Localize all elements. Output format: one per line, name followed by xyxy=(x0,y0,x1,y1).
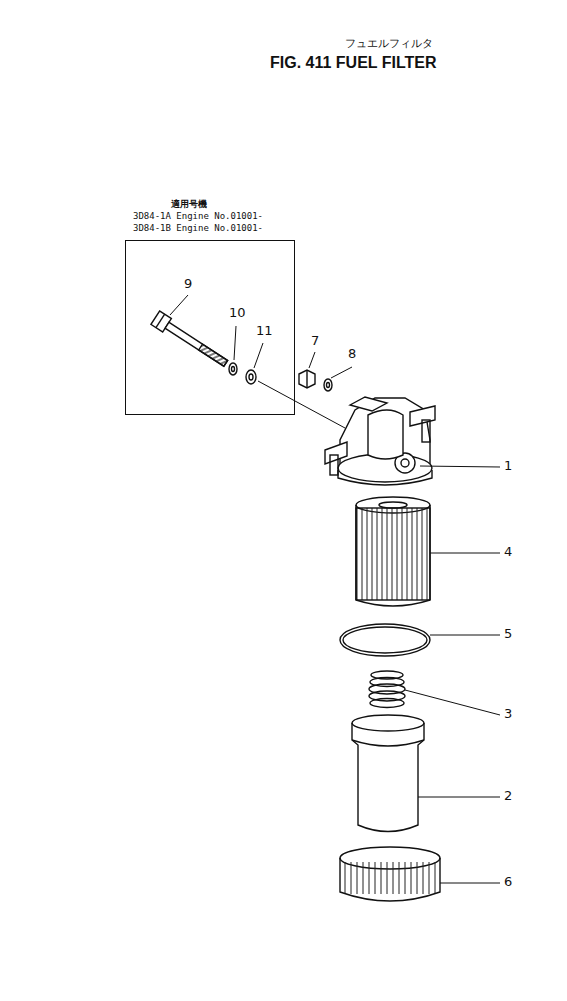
callout-number: 3 xyxy=(504,707,512,721)
engine-serial: 3D84-1B Engine No.01001- xyxy=(133,222,296,234)
figure-title: FIG. 411 FUEL FILTER xyxy=(270,54,437,72)
callout-number: 1 xyxy=(504,459,512,473)
callout-number: 10 xyxy=(229,306,246,320)
callout-number: 5 xyxy=(504,627,512,641)
inset-frame xyxy=(125,240,295,415)
inset-title: 適用号機 xyxy=(133,198,296,210)
jp-title: フュエルフィルタ xyxy=(345,38,433,50)
callout-number: 11 xyxy=(256,324,273,338)
callout-number: 4 xyxy=(504,545,512,559)
callout-number: 7 xyxy=(311,334,319,348)
applicable-engine-inset: 適用号機3D84-1A Engine No.01001-3D84-1B Engi… xyxy=(125,198,296,413)
callout-number: 8 xyxy=(348,347,356,361)
callout-number: 9 xyxy=(184,277,192,291)
engine-serial: 3D84-1A Engine No.01001- xyxy=(133,210,296,222)
inset-heading: 適用号機3D84-1A Engine No.01001-3D84-1B Engi… xyxy=(125,198,296,234)
callout-number: 2 xyxy=(504,789,512,803)
callout-number: 6 xyxy=(504,875,512,889)
